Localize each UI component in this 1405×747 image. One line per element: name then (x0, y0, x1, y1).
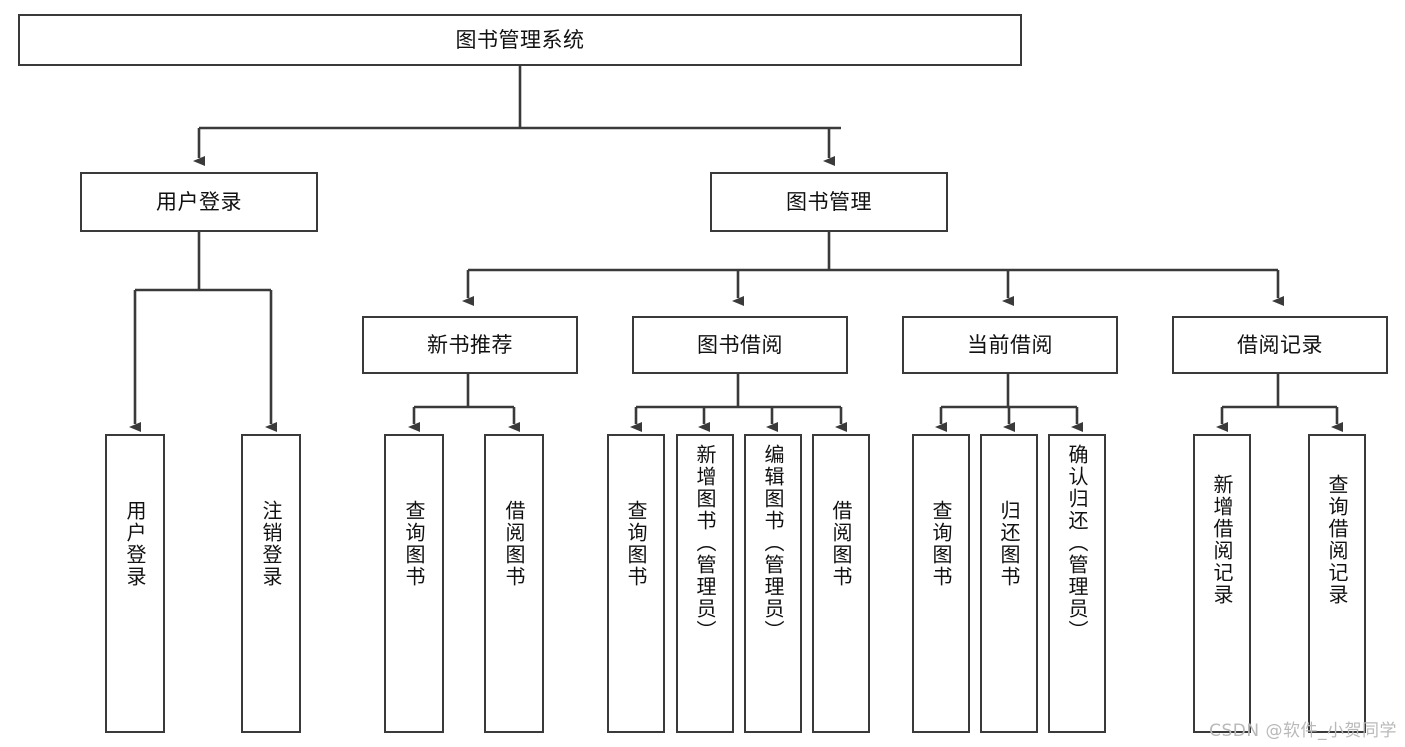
node-leaf-query-book-borrow-label: 查询图书 (624, 500, 648, 588)
node-root[interactable]: 图书管理系统 (18, 14, 1022, 66)
node-leaf-add-book-label: 新增图书（管理员） (693, 444, 717, 642)
node-leaf-edit-book[interactable]: 编辑图书（管理员） (744, 434, 802, 733)
node-user-login[interactable]: 用户登录 (80, 172, 318, 232)
node-leaf-query-book-current-label: 查询图书 (929, 500, 953, 588)
node-leaf-logout-label: 注销登录 (259, 500, 283, 588)
node-leaf-add-borrow-record[interactable]: 新增借阅记录 (1193, 434, 1251, 733)
node-leaf-add-borrow-record-label: 新增借阅记录 (1210, 474, 1234, 606)
node-leaf-user-login[interactable]: 用户登录 (105, 434, 165, 733)
node-leaf-borrow-book-recommend-label: 借阅图书 (502, 500, 526, 588)
node-leaf-query-book-borrow[interactable]: 查询图书 (607, 434, 665, 733)
node-leaf-add-book[interactable]: 新增图书（管理员） (676, 434, 734, 733)
node-leaf-return-book-label: 归还图书 (997, 500, 1021, 588)
node-leaf-query-borrow-record[interactable]: 查询借阅记录 (1308, 434, 1366, 733)
node-current-borrow[interactable]: 当前借阅 (902, 316, 1118, 374)
node-leaf-lend-book[interactable]: 借阅图书 (812, 434, 870, 733)
node-leaf-lend-book-label: 借阅图书 (829, 500, 853, 588)
node-current-borrow-label: 当前借阅 (967, 332, 1053, 357)
node-leaf-query-book-recommend-label: 查询图书 (402, 500, 426, 588)
node-user-login-label: 用户登录 (156, 189, 242, 214)
node-new-book-recommend-label: 新书推荐 (427, 332, 513, 357)
node-book-management[interactable]: 图书管理 (710, 172, 948, 232)
node-borrow-record-label: 借阅记录 (1237, 332, 1323, 357)
node-leaf-confirm-return-label: 确认归还（管理员） (1065, 444, 1089, 642)
node-leaf-confirm-return[interactable]: 确认归还（管理员） (1048, 434, 1106, 733)
node-book-management-label: 图书管理 (786, 189, 872, 214)
node-leaf-logout[interactable]: 注销登录 (241, 434, 301, 733)
node-leaf-return-book[interactable]: 归还图书 (980, 434, 1038, 733)
node-leaf-query-borrow-record-label: 查询借阅记录 (1325, 474, 1349, 606)
node-borrow-record[interactable]: 借阅记录 (1172, 316, 1388, 374)
node-leaf-user-login-label: 用户登录 (123, 500, 147, 588)
node-leaf-query-book-recommend[interactable]: 查询图书 (384, 434, 444, 733)
node-leaf-edit-book-label: 编辑图书（管理员） (761, 444, 785, 642)
node-book-borrow[interactable]: 图书借阅 (632, 316, 848, 374)
node-root-label: 图书管理系统 (455, 27, 585, 52)
node-book-borrow-label: 图书借阅 (697, 332, 783, 357)
node-new-book-recommend[interactable]: 新书推荐 (362, 316, 578, 374)
node-leaf-borrow-book-recommend[interactable]: 借阅图书 (484, 434, 544, 733)
node-leaf-query-book-current[interactable]: 查询图书 (912, 434, 970, 733)
